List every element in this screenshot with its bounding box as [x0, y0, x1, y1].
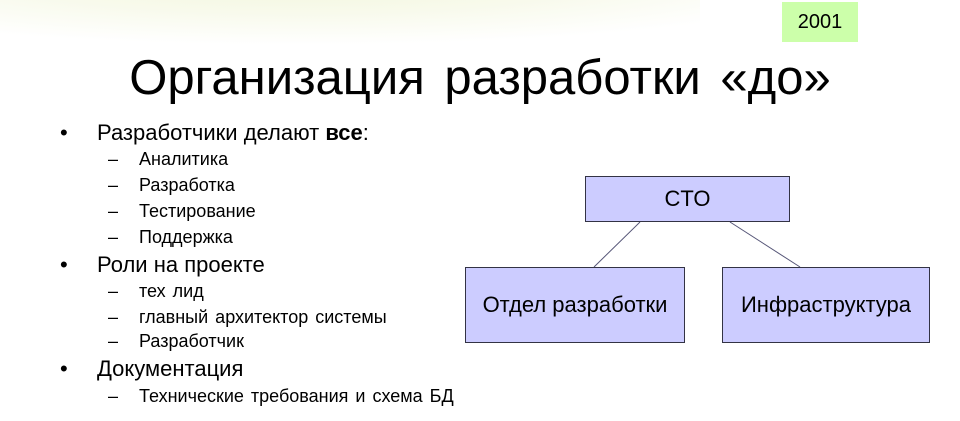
bullet-marker: • [60, 252, 68, 277]
sub-item-text: Разработчик [139, 331, 244, 351]
bullet-text: Разработчики делают [97, 120, 326, 145]
org-node-label: CTO [664, 186, 711, 211]
sub-marker: – [108, 281, 119, 301]
sub-marker: – [108, 175, 119, 195]
slide-title: Организация разработки «до» [129, 51, 831, 105]
sub-item: –тех лид [108, 280, 204, 302]
sub-marker: – [108, 227, 119, 247]
bullet-item-roles: • Роли на проекте [60, 252, 265, 278]
sub-item: –Разработчик [108, 330, 244, 352]
sub-item: –Поддержка [108, 226, 233, 248]
bullet-item-developers: • Разработчики делают все: [60, 120, 369, 146]
year-badge-label: 2001 [797, 10, 843, 33]
sub-marker: – [108, 331, 119, 351]
bullet-emphasis: все [325, 120, 363, 145]
sub-marker: – [108, 201, 119, 221]
sub-marker: – [108, 307, 119, 327]
connector-cto-development [593, 221, 641, 268]
sub-item: –Аналитика [108, 148, 228, 170]
org-node-label: Отдел разработки [482, 292, 668, 317]
sub-item-text: тех лид [139, 281, 204, 301]
sub-item-text: Технические требования и схема БД [139, 386, 454, 406]
org-node-cto: CTO [585, 176, 790, 222]
bullet-marker: • [60, 120, 68, 145]
bullet-text: Документация [97, 356, 244, 381]
sub-item: –Разработка [108, 174, 235, 196]
bullet-item-documentation: • Документация [60, 356, 243, 382]
sub-item-text: Поддержка [139, 227, 233, 247]
connector-cto-infrastructure [729, 221, 801, 268]
sub-item: –Тестирование [108, 200, 256, 222]
bullet-marker: • [60, 356, 68, 381]
org-node-label: Инфраструктура [740, 292, 912, 317]
org-node-development: Отдел разработки [465, 267, 685, 343]
sub-marker: – [108, 149, 119, 169]
sub-item-text: Аналитика [139, 149, 229, 169]
sub-item-text: Тестирование [139, 201, 256, 221]
sub-item: –Технические требования и схема БД [108, 385, 454, 407]
org-node-infrastructure: Инфраструктура [722, 267, 930, 343]
sub-item: –главный архитектор системы [108, 306, 387, 328]
sub-item-text: Разработка [139, 175, 235, 195]
bullet-suffix: : [362, 120, 369, 145]
sub-marker: – [108, 386, 119, 406]
bullet-text: Роли на проекте [97, 252, 265, 277]
sub-item-text: главный архитектор системы [139, 307, 387, 327]
year-badge: 2001 [782, 2, 858, 42]
bullet-list: •Разработчики делают все: –Аналитика –Ра… [60, 120, 454, 407]
